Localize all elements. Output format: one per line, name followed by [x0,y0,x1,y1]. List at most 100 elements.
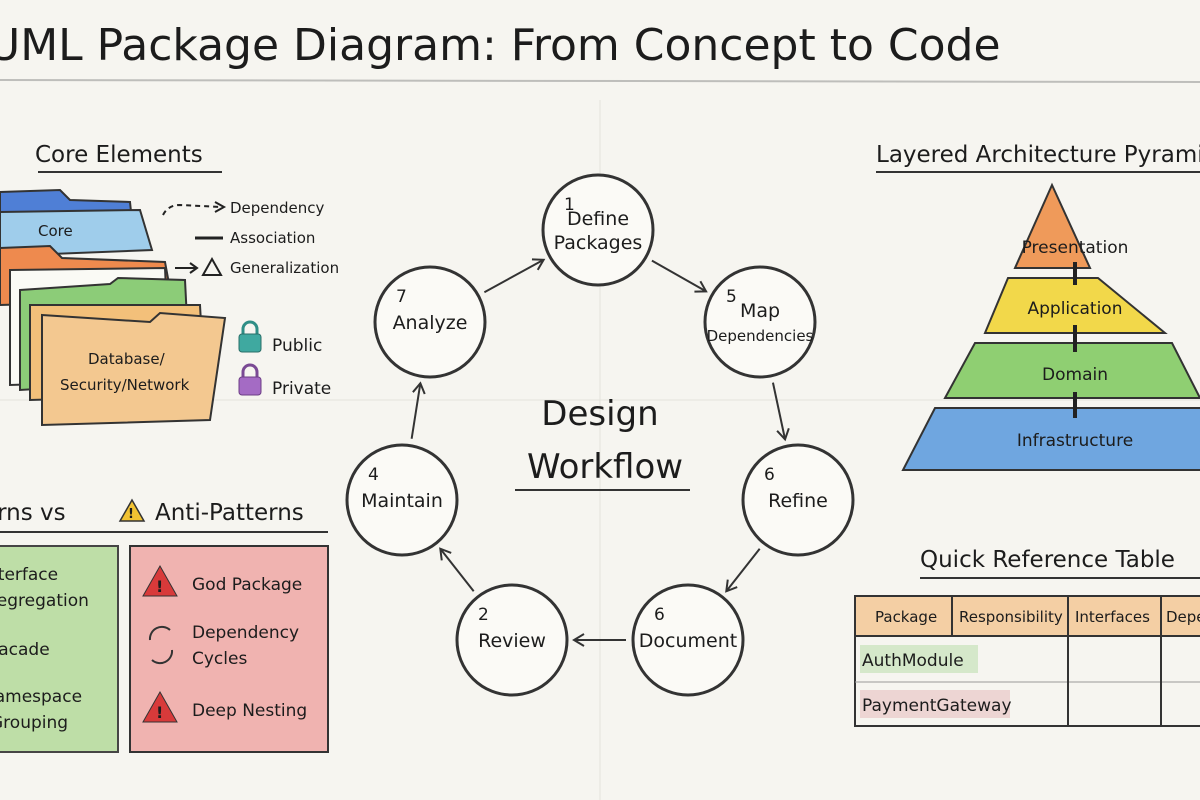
layer-label: Infrastructure [1017,431,1133,451]
section-heading: Patterns vs [0,500,66,526]
step-number: 6 [764,465,775,485]
step-label: Analyze [393,312,468,334]
relation-generalization: Generalization [230,259,339,277]
table-header [855,596,1200,636]
step-circle [741,443,855,557]
step-circle [631,583,745,697]
step-number: 7 [396,287,407,307]
step-number: 5 [726,287,737,307]
title-underline [0,79,1200,83]
workflow-arrow [725,548,761,592]
relation-association: Association [230,229,315,247]
step-number: 4 [368,465,379,485]
workflow-arrow [483,258,545,294]
warning-icon [118,498,146,522]
generalization-arrow-icon [175,256,223,276]
step-label: Maintain [361,490,443,512]
column-header: Responsibility [959,608,1063,626]
layer-label: Presentation [1022,238,1129,258]
pattern-item: Facade [0,640,50,660]
cycle-icon [148,625,174,665]
anti-pattern-item: Cycles [192,649,247,669]
visibility-public: Public [272,336,322,356]
step-circle [345,443,459,557]
core-elements-section: Core Elements Core Database/ Security/Ne… [0,142,339,427]
dependency-arrow-icon [162,203,223,216]
arrowhead-icon [439,547,452,561]
workflow-arrow [771,382,787,440]
section-heading: Core Elements [35,142,203,168]
column-header: Dependencies [1166,608,1200,626]
arrowhead-icon [725,579,738,593]
page-title: UML Package Diagram: From Concept to Cod… [0,20,1001,71]
table-cell: PaymentGateway [862,696,1012,716]
step-number: 1 [564,195,575,215]
step-label: Map [740,300,780,322]
quick-reference-section: Quick Reference Table Package Responsibi… [854,547,1200,727]
section-heading: Quick Reference Table [920,547,1175,573]
arrowhead-icon [694,280,708,293]
warning-icon [142,690,178,723]
step-label: Refine [768,490,828,512]
step-circle [703,265,817,379]
design-workflow-cycle: 1DefinePackages5MapDependencies6Refine6D… [345,173,855,697]
step-number: 2 [478,605,489,625]
arrowhead-icon [776,428,790,442]
pyramid-layer-infrastructure [901,407,1200,471]
workflow-title: Workflow [527,447,683,487]
arrowhead-icon [572,633,585,647]
patterns-box [0,545,119,753]
pyramid-layer-domain [943,342,1200,399]
layered-architecture-section: Layered Architecture Pyramid Presentatio… [876,142,1200,471]
step-circle [455,583,569,697]
pyramid-layer-presentation [1013,182,1092,269]
anti-pattern-item: Dependency [192,623,299,643]
folder-label-core: Core [38,222,73,240]
workflow-arrow [439,548,475,592]
warning-mark: ! [156,577,163,596]
layer-label: Application [1028,299,1123,319]
section-heading: Layered Architecture Pyramid [876,142,1200,168]
warning-icon [142,564,178,597]
relation-dependency: Dependency [230,199,325,217]
workflow-arrow [651,259,707,293]
step-circle [373,265,487,379]
pattern-item: Segregation [0,591,89,611]
section-heading: Anti-Patterns [155,500,304,526]
pattern-item: Namespace [0,687,82,707]
warning-mark: ! [128,507,134,522]
anti-pattern-item: God Package [192,575,302,595]
step-label: Review [478,630,546,652]
step-label: Packages [554,232,643,254]
step-number: 6 [654,605,665,625]
lock-icon-private [238,363,262,396]
step-label: Dependencies [707,327,814,345]
arrowhead-icon [531,258,546,271]
anti-pattern-item: Deep Nesting [192,701,307,721]
folder-stack-icon [0,188,227,427]
column-header: Interfaces [1075,608,1150,626]
arrowhead-icon [412,381,426,395]
step-label: Document [639,630,737,652]
workflow-title: Design [541,394,658,434]
folder-label: Security/Network [60,376,190,394]
workflow-arrow [410,383,422,439]
step-label: Define [567,208,629,230]
column-header: Package [875,608,937,626]
layer-label: Domain [1042,365,1108,385]
warning-mark: ! [156,703,163,722]
folder-label: Database/ [88,350,166,368]
step-circle [541,173,655,287]
pyramid-layer-application [983,277,1168,334]
pattern-item: Grouping [0,713,68,733]
table-cell: AuthModule [862,651,964,671]
lock-icon-public [238,320,262,353]
